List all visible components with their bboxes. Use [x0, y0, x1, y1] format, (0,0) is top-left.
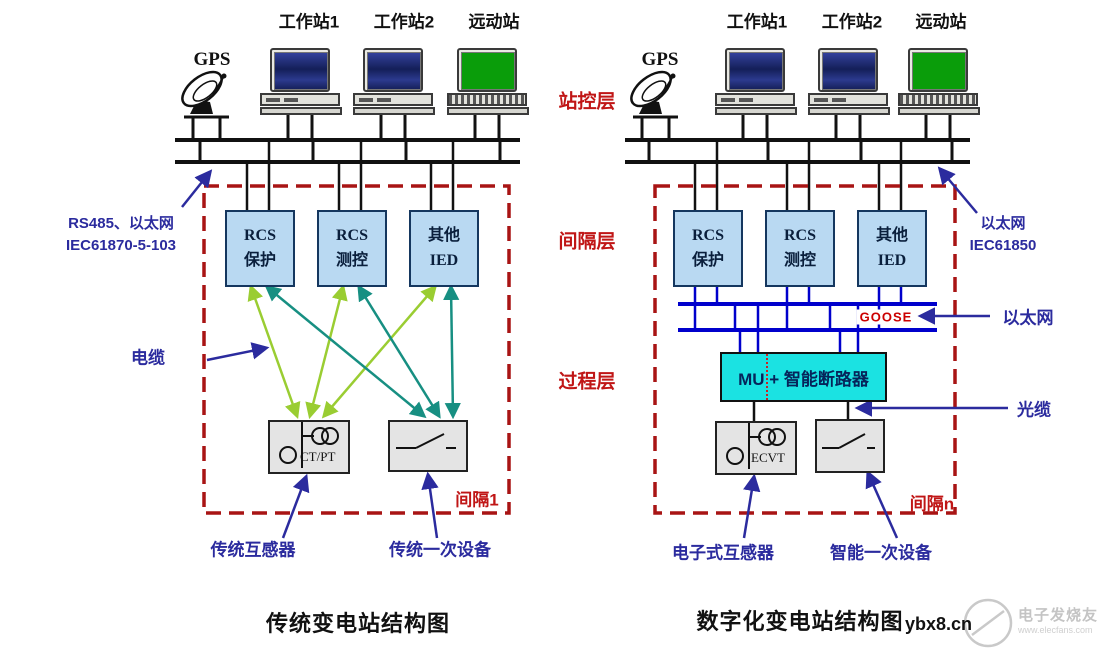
ctpt-box: CT/PT	[268, 420, 350, 474]
ecvt-box: ECVT	[715, 421, 797, 475]
gps-dish-icon-right	[623, 63, 680, 143]
watermark-url: www.elecfans.com	[1018, 625, 1093, 635]
ctpt-text: CT/PT	[300, 449, 336, 464]
process-bus-right	[678, 302, 937, 332]
ied-box-control-left: RCS 测控	[317, 210, 387, 287]
switch-box-left	[388, 420, 468, 472]
workstation1-icon-left	[260, 48, 342, 115]
mu-smart-breaker-box: MU + 智能断路器	[720, 352, 887, 402]
ied-line1: RCS	[335, 226, 368, 244]
ethernet-label-right: 以太网	[1002, 308, 1054, 328]
layer-label-process: 过程层	[558, 371, 616, 393]
ied-line2: 保护	[243, 251, 276, 269]
protocol-right-line2: IEC61850	[969, 236, 1037, 254]
ied-line2: 测控	[335, 251, 368, 269]
ied-box-protection-right: RCS 保护	[673, 210, 743, 287]
process-bus-drops	[693, 283, 903, 352]
ied-line2: 测控	[783, 251, 816, 269]
disconnect-switch-symbol	[396, 433, 456, 449]
ied-line2: IED	[429, 251, 459, 269]
protocol-label-left: RS485、以太网 IEC61870-5-103	[35, 213, 207, 257]
disconnect-switch-symbol	[822, 433, 875, 449]
station-bus-right	[625, 138, 970, 164]
computer-case-icon	[353, 93, 433, 106]
monitor-icon	[457, 48, 517, 92]
ied-line2: 保护	[691, 251, 724, 269]
mu-label: MU + 智能断路器	[738, 369, 869, 389]
gps-dish-icon-left	[174, 63, 231, 143]
bay-dashed-box-right	[653, 184, 957, 515]
computer-case-icon	[447, 93, 527, 106]
monitor-icon	[818, 48, 878, 92]
station-bus-left	[175, 138, 520, 164]
monitor-icon	[363, 48, 423, 92]
goose-label: GOOSE	[856, 309, 916, 325]
ied-drops-left	[245, 140, 455, 210]
switch-cable-arrows	[264, 283, 461, 420]
electronic-transducer-label: 电子式互感器	[672, 543, 774, 563]
ied-line1: 其他	[427, 226, 460, 244]
layer-label-bay: 间隔层	[558, 231, 616, 253]
protocol-left-line2: IEC61870-5-103	[65, 236, 177, 254]
workstation2-icon-left	[353, 48, 435, 115]
rtu-icon-right	[898, 48, 980, 115]
gps-label-right: GPS	[641, 49, 679, 70]
protocol-label-right: 以太网 IEC61850	[930, 213, 1076, 257]
monitor-icon	[725, 48, 785, 92]
ied-line1: RCS	[783, 226, 816, 244]
ied-box-control-right: RCS 测控	[765, 210, 835, 287]
transformer-symbol	[726, 423, 786, 469]
protocol-left-line1: RS485、以太网	[68, 215, 174, 232]
workstation1-label-right: 工作站1	[726, 12, 788, 32]
bay-dashed-box-left	[202, 184, 511, 515]
smart-primary-label: 智能一次设备	[830, 543, 932, 563]
workstation1-icon-right	[715, 48, 797, 115]
ied-line1: RCS	[691, 226, 724, 244]
device-drops-left	[198, 112, 502, 162]
switch-box-right	[815, 419, 885, 473]
elecfans-logo-icon	[963, 598, 1013, 648]
ied-line1: 其他	[875, 226, 908, 244]
bay-label-left: 间隔1	[455, 490, 499, 510]
ecvt-text: ECVT	[751, 450, 785, 465]
traditional-primary-label: 传统一次设备	[389, 540, 491, 560]
workstation2-label-left: 工作站2	[373, 12, 435, 32]
computer-case-icon	[260, 93, 340, 106]
traditional-transducer-label: 传统互感器	[210, 540, 296, 560]
layer-label-station: 站控层	[558, 91, 616, 113]
device-drops-right	[647, 112, 954, 162]
workstation2-icon-right	[808, 48, 890, 115]
gps-label-left: GPS	[193, 49, 231, 70]
watermark-site: ybx8.cn	[905, 614, 973, 634]
fiber-label: 光缆	[1017, 400, 1051, 420]
ied-line2: IED	[877, 251, 907, 269]
computer-case-icon	[715, 93, 795, 106]
annotation-arrows	[181, 166, 1008, 539]
ctpt-cable-arrows	[247, 283, 438, 420]
workstation1-label-left: 工作站1	[278, 12, 340, 32]
monitor-icon	[270, 48, 330, 92]
protocol-right-line1: 以太网	[980, 215, 1026, 232]
mu-divider-dotted-line	[766, 354, 768, 400]
ied-box-protection-left: RCS 保护	[225, 210, 295, 287]
ied-line1: RCS	[243, 226, 276, 244]
computer-case-icon	[898, 93, 978, 106]
monitor-icon	[908, 48, 968, 92]
rtu-label-right: 远动站	[915, 12, 967, 32]
cable-label: 电缆	[131, 348, 165, 368]
title-traditional: 传统变电站结构图	[265, 611, 451, 636]
bay-label-right: 间隔n	[909, 494, 955, 514]
watermark-brand: 电子发烧友	[1018, 607, 1099, 624]
ied-box-other-left: 其他 IED	[409, 210, 479, 287]
transformer-symbol	[279, 422, 339, 468]
workstation2-label-right: 工作站2	[821, 12, 883, 32]
rtu-icon-left	[447, 48, 529, 115]
title-digital: 数字化变电站结构图	[696, 609, 904, 634]
ied-box-other-right: 其他 IED	[857, 210, 927, 287]
ied-drops-right	[693, 140, 903, 210]
computer-case-icon	[808, 93, 888, 106]
rtu-label-left: 远动站	[468, 12, 520, 32]
